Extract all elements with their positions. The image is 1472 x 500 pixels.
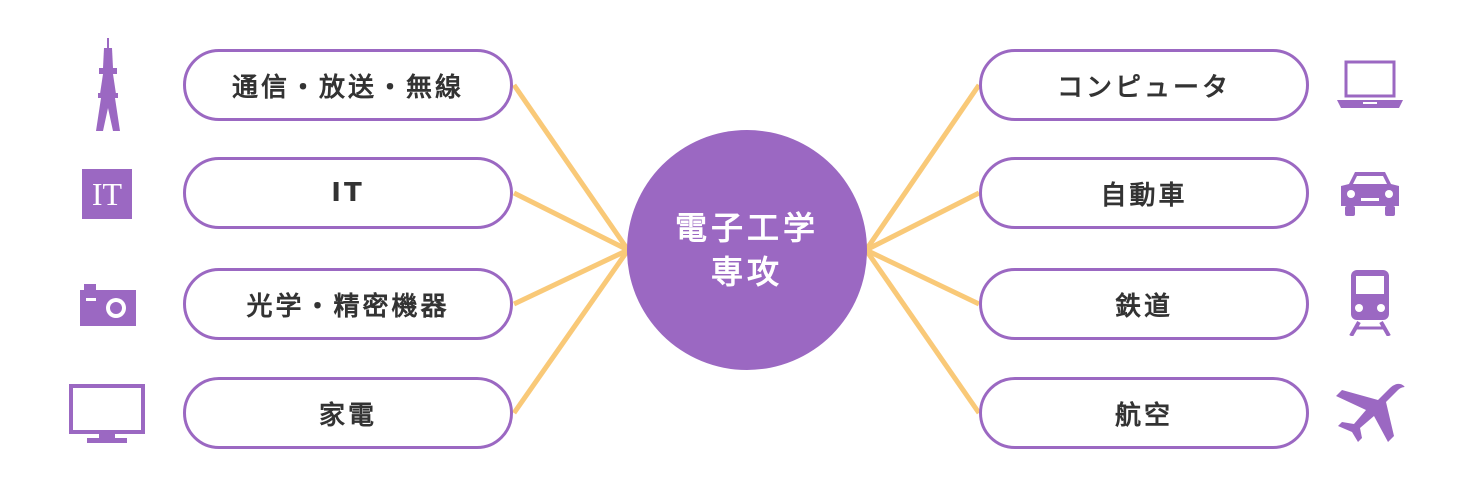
center-topic-line1: 電子工学 bbox=[674, 209, 819, 247]
field-pill-automobile: 自動車 bbox=[979, 157, 1309, 229]
it-icon-text: IT bbox=[91, 176, 123, 212]
camera-icon bbox=[80, 284, 136, 326]
connector-left-4 bbox=[511, 248, 631, 415]
connector-left-2 bbox=[512, 190, 630, 253]
field-pill-computer: コンピュータ bbox=[979, 49, 1309, 121]
field-label: 通信・放送・無線 bbox=[231, 72, 464, 103]
field-label: コンピュータ bbox=[1056, 72, 1231, 103]
field-pill-railway: 鉄道 bbox=[979, 268, 1309, 340]
connector-right-3 bbox=[864, 247, 981, 307]
tv-icon bbox=[69, 384, 145, 443]
field-label: IT bbox=[331, 178, 365, 208]
field-pill-appliances: 家電 bbox=[183, 377, 513, 449]
field-label: 家電 bbox=[318, 400, 377, 431]
laptop-icon bbox=[1337, 60, 1403, 108]
car-icon bbox=[1341, 172, 1399, 216]
field-label: 光学・精密機器 bbox=[246, 291, 450, 322]
center-topic-line2: 専攻 bbox=[710, 253, 783, 291]
field-pill-aviation: 航空 bbox=[979, 377, 1309, 449]
field-pill-it: IT bbox=[183, 157, 513, 229]
connector-right-4 bbox=[863, 248, 982, 415]
connector-left-1 bbox=[511, 83, 631, 252]
connector-right-2 bbox=[864, 190, 981, 253]
field-label: 鉄道 bbox=[1114, 291, 1173, 322]
it-icon: IT bbox=[82, 169, 132, 219]
connector-right-1 bbox=[863, 83, 982, 252]
field-pill-optics: 光学・精密機器 bbox=[183, 268, 513, 340]
field-pill-telecom: 通信・放送・無線 bbox=[183, 49, 513, 121]
field-label: 自動車 bbox=[1100, 180, 1188, 211]
airplane-icon bbox=[1336, 383, 1405, 442]
train-icon bbox=[1349, 270, 1391, 336]
tower-icon bbox=[96, 38, 120, 131]
center-topic-circle: 電子工学 専攻 bbox=[627, 130, 867, 370]
field-label: 航空 bbox=[1114, 400, 1173, 431]
connector-left-3 bbox=[512, 247, 630, 307]
